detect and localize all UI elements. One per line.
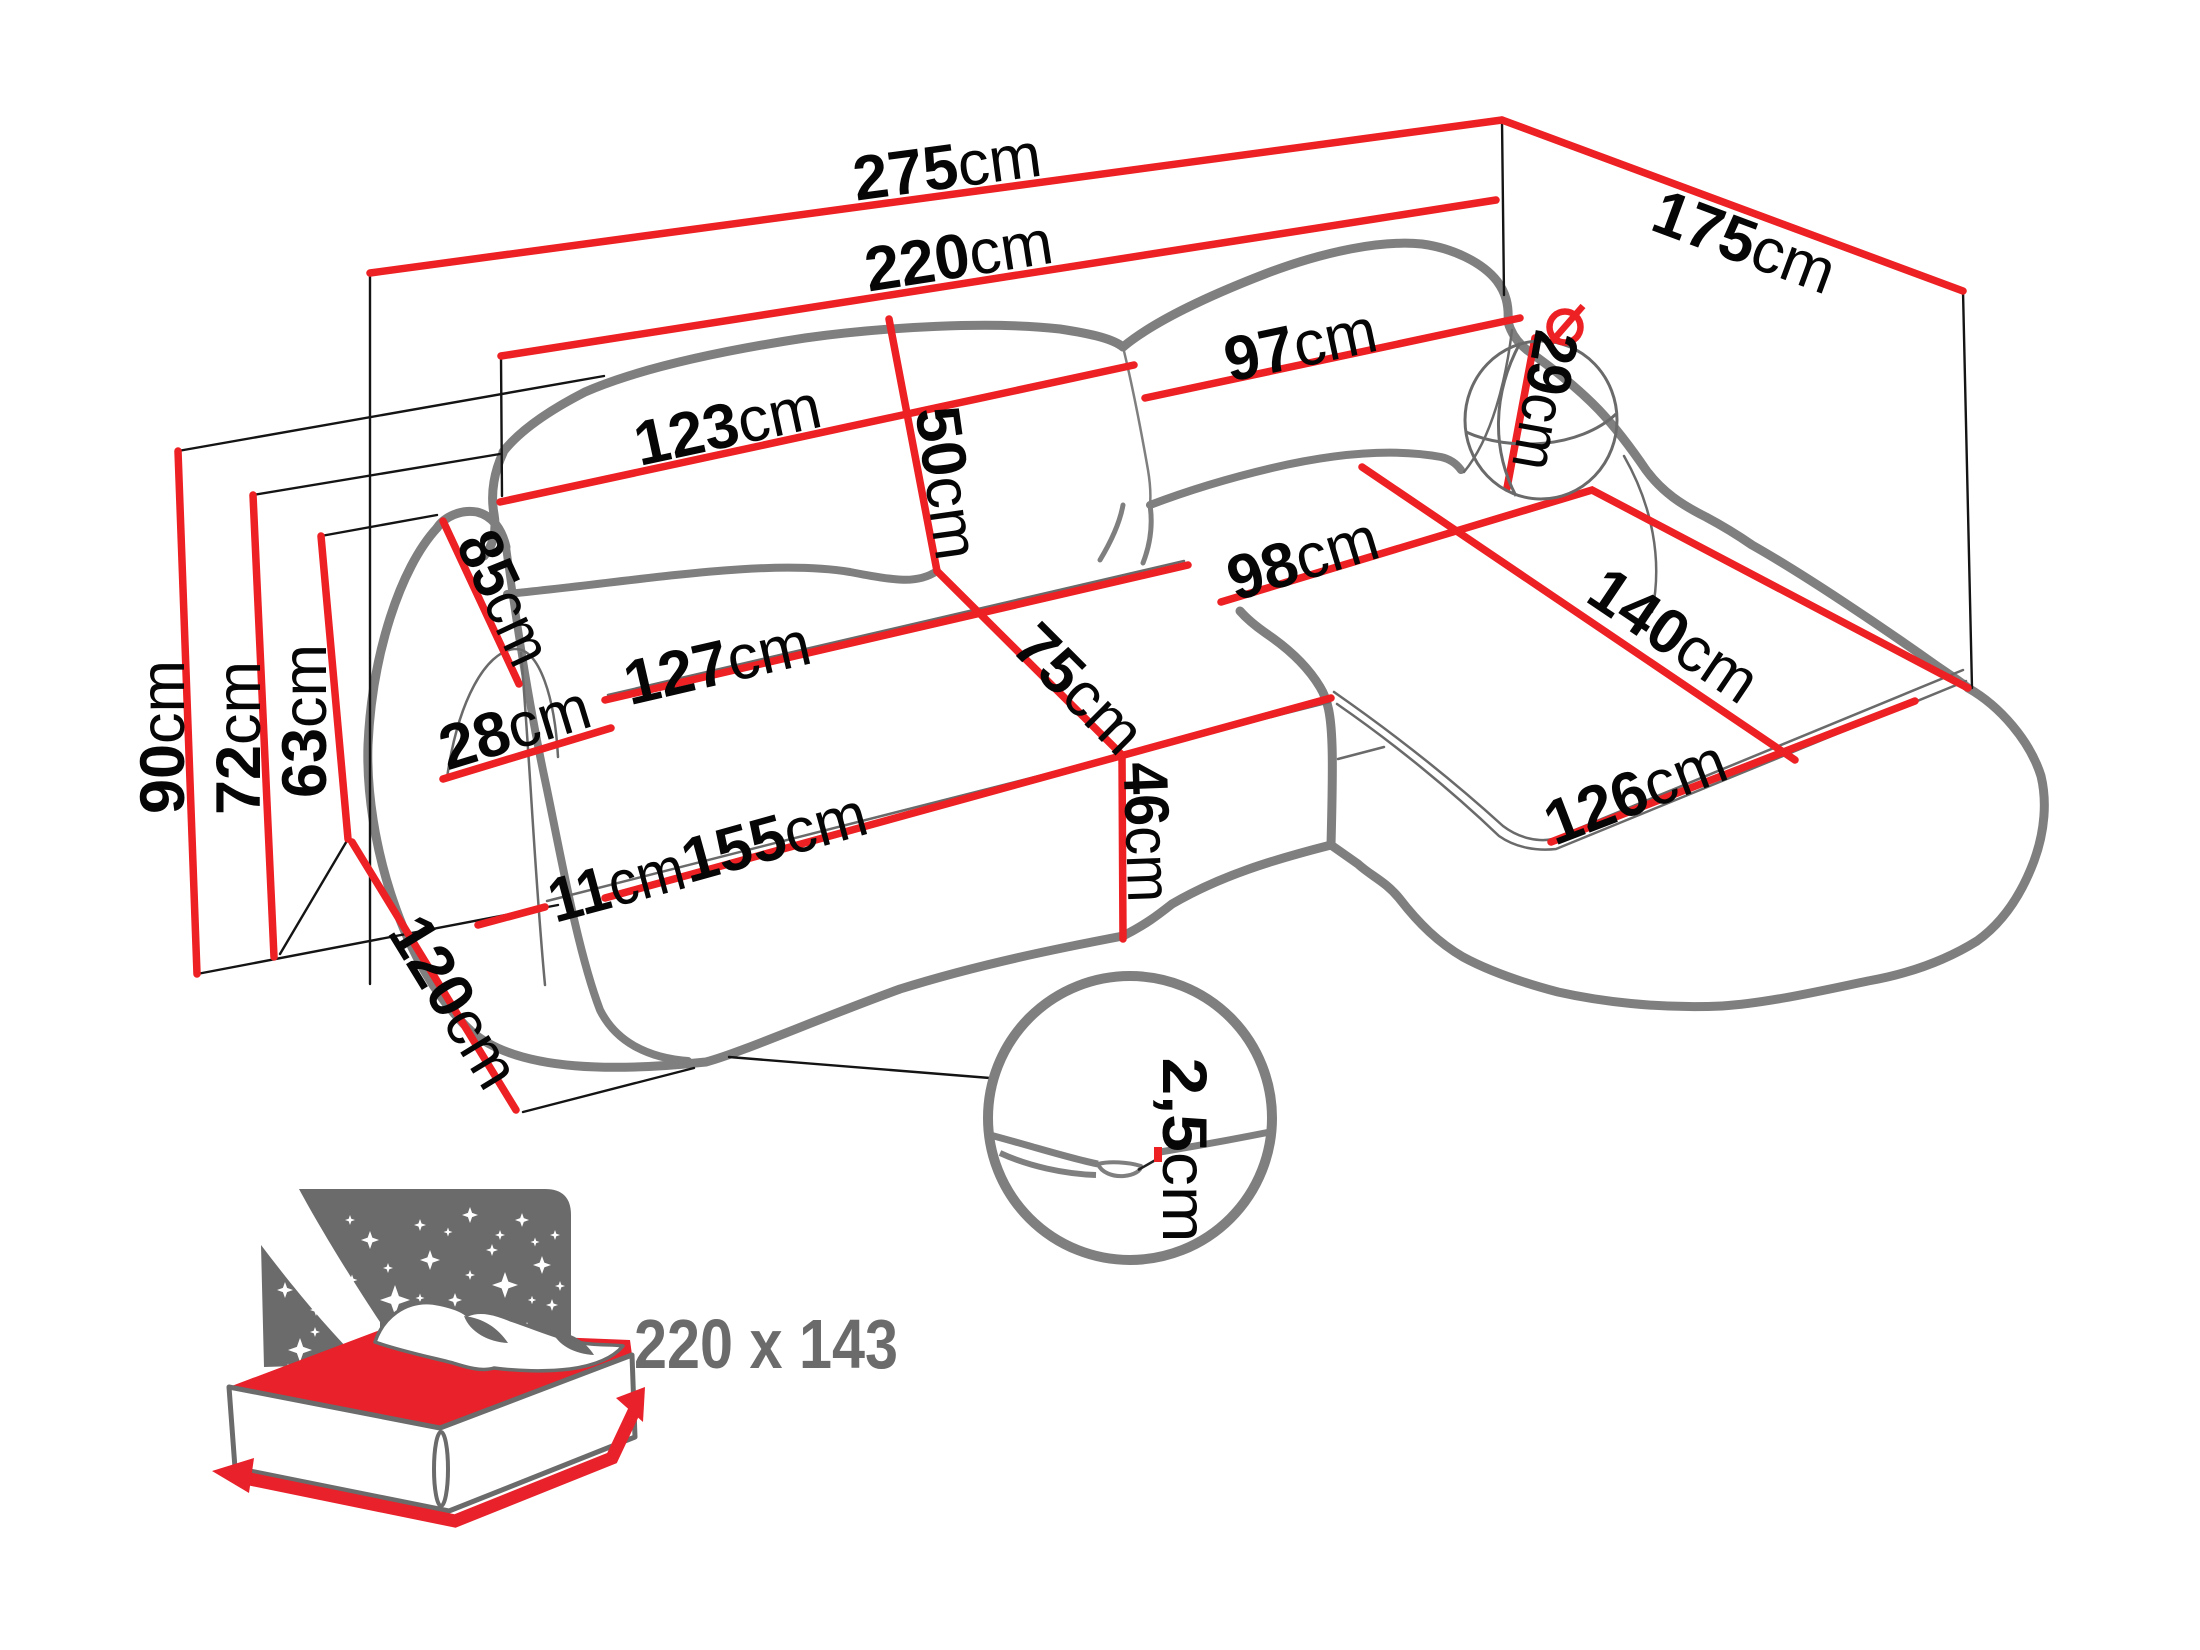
svg-text:72cm: 72cm <box>204 661 274 815</box>
svg-text:75cm: 75cm <box>1000 610 1158 768</box>
svg-text:46cm: 46cm <box>1110 761 1185 903</box>
svg-text:155cm: 155cm <box>674 779 875 897</box>
svg-text:123cm: 123cm <box>628 371 828 479</box>
svg-text:2,5cm: 2,5cm <box>1149 1058 1219 1243</box>
svg-text:85cm: 85cm <box>443 520 566 676</box>
svg-text:29cm: 29cm <box>1498 326 1591 476</box>
svg-text:127cm: 127cm <box>617 608 817 719</box>
svg-text:275cm: 275cm <box>849 120 1046 215</box>
svg-text:220cm: 220cm <box>860 207 1058 305</box>
svg-text:97cm: 97cm <box>1218 295 1383 396</box>
svg-text:120cm: 120cm <box>375 903 533 1101</box>
svg-text:126cm: 126cm <box>1535 726 1737 859</box>
svg-text:220 x 143: 220 x 143 <box>634 1305 898 1383</box>
svg-text:50cm: 50cm <box>901 402 992 564</box>
svg-text:28cm: 28cm <box>431 672 599 784</box>
svg-text:90cm: 90cm <box>128 660 198 814</box>
svg-text:175cm: 175cm <box>1643 177 1845 309</box>
svg-text:98cm: 98cm <box>1219 503 1387 615</box>
svg-text:63cm: 63cm <box>270 644 340 798</box>
svg-text:11cm: 11cm <box>541 833 692 936</box>
